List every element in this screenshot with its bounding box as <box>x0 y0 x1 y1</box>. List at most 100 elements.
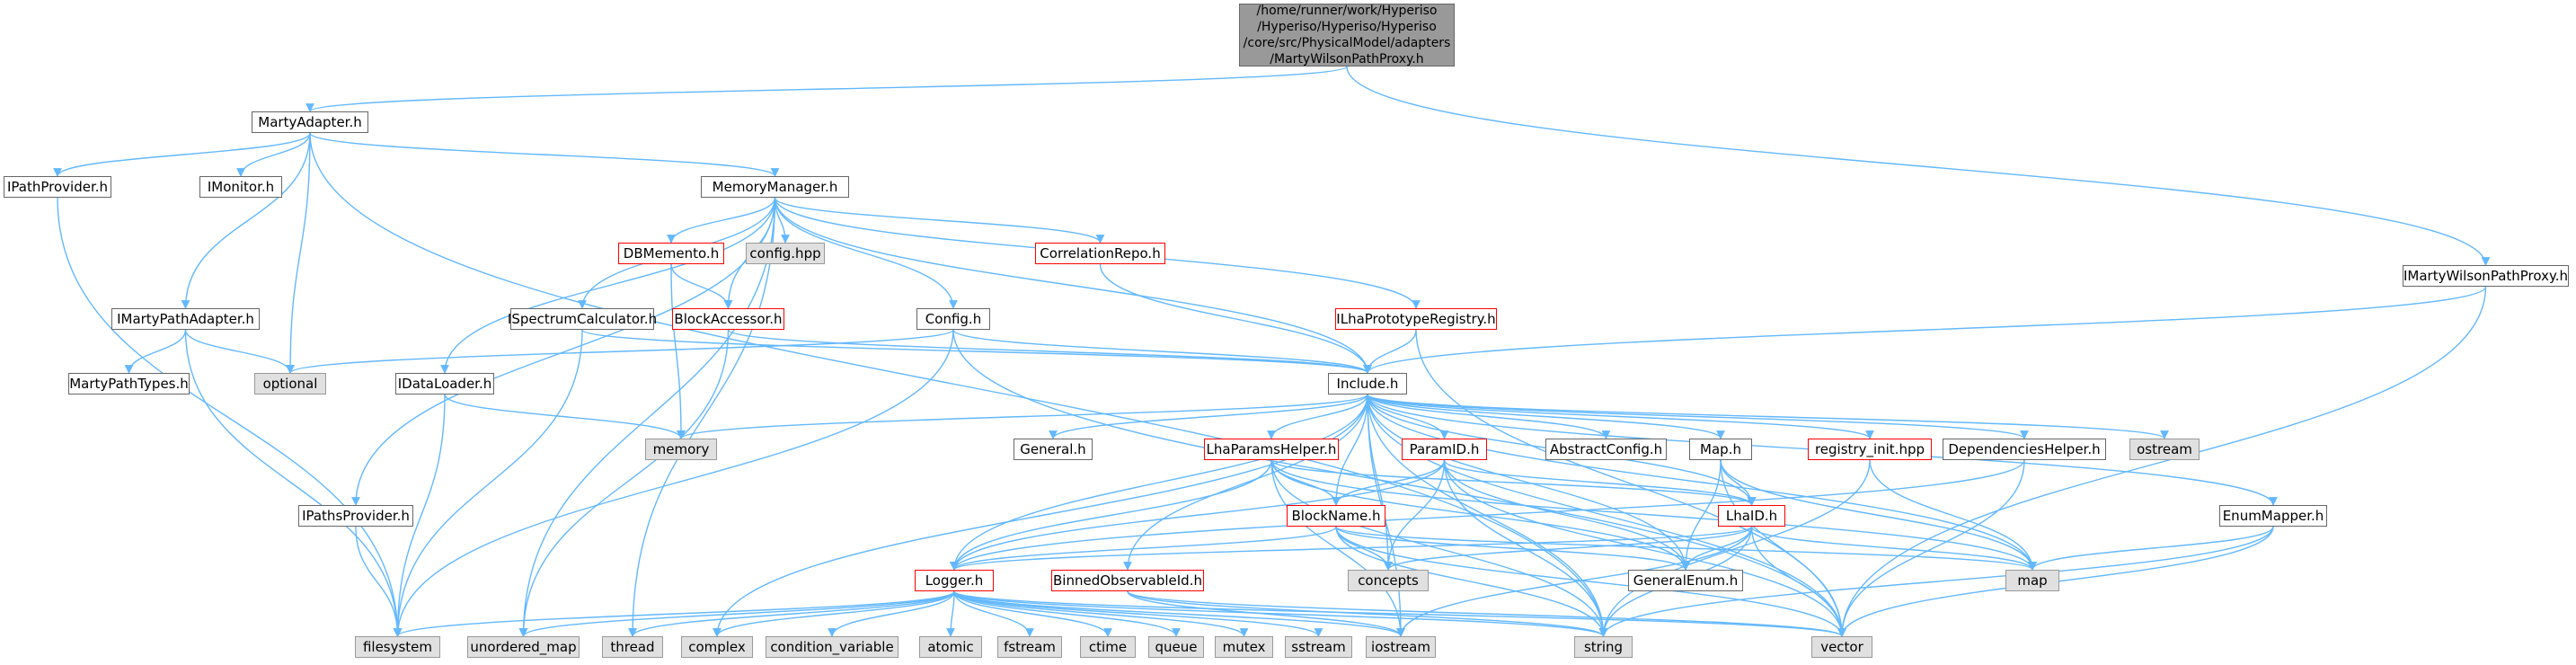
node-label: BlockAccessor.h <box>674 311 783 327</box>
node-abstract-config[interactable]: AbstractConfig.h <box>1545 439 1667 460</box>
node-filesystem[interactable]: filesystem <box>355 636 440 658</box>
node-complex[interactable]: complex <box>681 636 753 658</box>
edge-memory_manager-to-dbmemento <box>667 197 776 244</box>
edge-logger-to-string <box>953 590 1608 637</box>
edge-lha_id-to-logger <box>950 526 1753 571</box>
edge-marty_adapter-to-ipath_provider <box>53 132 311 177</box>
node-label: iostream <box>1371 639 1430 655</box>
node-ipaths-provider[interactable]: IPathsProvider.h <box>298 505 413 527</box>
node-include-h[interactable]: Include.h <box>1328 373 1407 395</box>
node-correlation-repo[interactable]: CorrelationRepo.h <box>1035 243 1165 264</box>
node-label: LhaParamsHelper.h <box>1206 441 1337 457</box>
node-fstream[interactable]: fstream <box>997 636 1062 658</box>
edge-include_h-to-general_enum <box>1367 394 1690 571</box>
edge-idata_loader-to-memory <box>444 394 686 439</box>
node-label: map <box>2017 572 2048 589</box>
node-label: CorrelationRepo.h <box>1040 245 1161 262</box>
node-label: ostream <box>2137 441 2192 457</box>
node-queue[interactable]: queue <box>1148 636 1204 658</box>
node-marty-path-types[interactable]: MartyPathTypes.h <box>68 373 190 395</box>
node-marty-adapter[interactable]: MartyAdapter.h <box>252 111 368 133</box>
node-memory[interactable]: memory <box>645 439 717 460</box>
edge-include_h-to-general_h <box>1049 394 1368 439</box>
node-ctime[interactable]: ctime <box>1080 636 1136 658</box>
node-config-h[interactable]: Config.h <box>916 308 990 330</box>
edge-dependencies_helper-to-logger <box>950 459 2025 571</box>
node-string[interactable]: string <box>1574 636 1633 658</box>
node-sstream[interactable]: sstream <box>1285 636 1352 658</box>
node-label: MartyAdapter.h <box>258 114 362 130</box>
edge-lha_id-to-concepts <box>1384 526 1753 571</box>
node-label: BinnedObservableId.h <box>1053 572 1202 589</box>
node-label: AbstractConfig.h <box>1549 441 1663 457</box>
node-enum-mapper[interactable]: EnumMapper.h <box>2219 505 2327 527</box>
node-general-enum[interactable]: GeneralEnum.h <box>1628 570 1743 591</box>
node-label: MartyPathTypes.h <box>69 376 189 392</box>
node-registry-init[interactable]: registry_init.hpp <box>1808 439 1932 460</box>
node-general-h[interactable]: General.h <box>1014 439 1093 460</box>
root-path-line-2: /Hyperiso/Hyperiso/Hyperiso <box>1257 20 1437 34</box>
node-param-id[interactable]: ParamID.h <box>1402 439 1487 460</box>
edge-logger-to-queue <box>953 590 1181 637</box>
edge-logger-to-mutex <box>953 590 1249 637</box>
node-binned-observable-id[interactable]: BinnedObservableId.h <box>1051 570 1204 591</box>
node-config-hpp[interactable]: config.hpp <box>746 243 825 264</box>
node-label: thread <box>610 639 655 655</box>
edge-ipath_provider-to-filesystem <box>57 197 403 637</box>
edge-marty_adapter-to-memory_manager <box>309 132 780 177</box>
node-vector[interactable]: vector <box>1811 636 1872 658</box>
edge-config_h-to-include_h <box>952 329 1372 374</box>
node-idata-loader[interactable]: IDataLoader.h <box>395 373 494 395</box>
root-node-marty-wilson-path-proxy[interactable]: /home/runner/work/Hyperiso /Hyperiso/Hyp… <box>1239 4 1455 66</box>
node-mutex[interactable]: mutex <box>1215 636 1273 658</box>
node-dependencies-helper[interactable]: DependenciesHelper.h <box>1943 439 2106 460</box>
node-label: Map.h <box>1700 441 1741 457</box>
edge-include_h-to-binned_observable_id <box>1123 394 1368 571</box>
edge-marty_adapter-to-optional <box>286 132 311 374</box>
node-imarty-path-adapter[interactable]: IMartyPathAdapter.h <box>111 308 260 330</box>
node-memory-manager[interactable]: MemoryManager.h <box>701 176 849 198</box>
edge-param_id-to-concepts <box>1384 459 1446 571</box>
node-block-name[interactable]: BlockName.h <box>1287 505 1385 527</box>
edge-lha_id-to-vector <box>1750 526 1846 637</box>
node-logger[interactable]: Logger.h <box>915 570 994 591</box>
node-label: mutex <box>1222 639 1266 655</box>
edge-include_h-to-param_id <box>1367 394 1449 439</box>
node-dbmemento[interactable]: DBMemento.h <box>618 243 724 264</box>
node-atomic[interactable]: atomic <box>919 636 982 658</box>
node-label: filesystem <box>362 639 433 655</box>
node-ilha-prototype-registry[interactable]: ILhaPrototypeRegistry.h <box>1335 308 1497 330</box>
edge-include_h-to-memory <box>677 394 1368 439</box>
node-imarty-wilson-path-proxy[interactable]: IMartyWilsonPathProxy.h <box>2403 265 2569 287</box>
node-label: DBMemento.h <box>623 245 720 262</box>
node-imonitor[interactable]: IMonitor.h <box>199 176 282 198</box>
edge-memory_manager-to-config_h <box>774 197 958 309</box>
node-map[interactable]: map <box>2005 570 2059 591</box>
edge-include_h-to-logger <box>950 394 1368 571</box>
node-label: Include.h <box>1336 376 1399 392</box>
node-ispectrum-calculator[interactable]: ISpectrumCalculator.h <box>508 308 657 330</box>
edge-block_name-to-map <box>1335 526 2037 571</box>
edge-include_h-to-map_h <box>1367 394 1725 439</box>
edge-lha_params_helper-to-map <box>1270 459 2037 571</box>
node-label: memory <box>652 441 710 457</box>
node-label: IMartyPathAdapter.h <box>117 311 254 327</box>
node-thread[interactable]: thread <box>602 636 663 658</box>
node-label: complex <box>688 639 746 655</box>
edge-include_h-to-registry_init <box>1367 394 1874 439</box>
node-lha-id[interactable]: LhaID.h <box>1718 505 1785 527</box>
node-ipath-provider[interactable]: IPathProvider.h <box>4 176 111 198</box>
node-condition-variable[interactable]: condition_variable <box>766 636 899 658</box>
node-concepts[interactable]: concepts <box>1348 570 1429 591</box>
node-optional[interactable]: optional <box>254 373 326 395</box>
edge-include_h-to-lha_params_helper <box>1267 394 1368 439</box>
edge-root-to-imarty_wilson_path_proxy <box>1346 66 2491 266</box>
node-lha-params-helper[interactable]: LhaParamsHelper.h <box>1204 439 1339 460</box>
node-map-h[interactable]: Map.h <box>1689 439 1752 460</box>
node-unordered-map[interactable]: unordered_map <box>467 636 580 658</box>
node-iostream[interactable]: iostream <box>1366 636 1436 658</box>
node-label: IDataLoader.h <box>397 376 492 392</box>
node-label: vector <box>1820 639 1863 655</box>
node-block-accessor[interactable]: BlockAccessor.h <box>672 308 784 330</box>
node-ostream[interactable]: ostream <box>2129 439 2200 460</box>
